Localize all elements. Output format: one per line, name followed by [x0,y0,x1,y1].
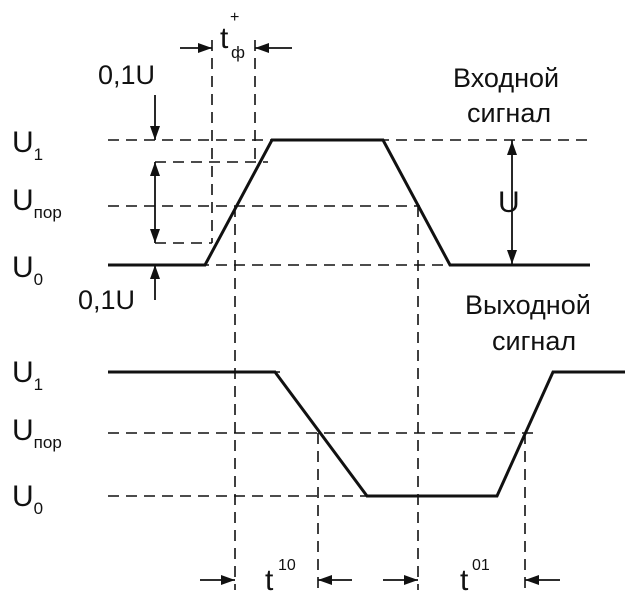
t01-right-arrow-head [525,575,539,585]
output-upor-label: Uпор [12,414,62,452]
tf-label: t [220,22,229,55]
t10-sup-label: 10 [278,557,296,574]
output-signal-waveform [108,370,625,498]
input-u0-label: U0 [12,251,43,289]
u-amplitude-arrow-down [507,250,517,264]
tenth-u-top-label: 0,1U [98,60,155,90]
tenth-u-bottom-label: 0,1U [78,285,135,315]
tf-left-arrow-head [198,43,212,53]
t10-label: t [265,564,274,597]
tf-right-arrow-head [255,43,269,53]
input-u1-label: U1 [12,126,43,164]
t01-left-arrow-head [404,575,418,585]
tf-sub-label: ф [231,43,245,62]
input-signal-label-line2: сигнал [467,98,551,128]
u-amplitude-label: U [498,186,520,219]
u-amplitude-arrow-up [507,141,517,155]
tf-sup-label: + [230,9,239,26]
output-u1-label: U1 [12,356,43,394]
output-signal-label-line1: Выходной [465,290,591,320]
input-signal-waveform [108,138,590,267]
t01-label: t [460,564,469,597]
t10-left-arrow-head [221,575,235,585]
input-upor-label: Uпор [12,184,62,222]
t10-right-arrow-head [318,575,332,585]
t01-sup-label: 01 [472,557,490,574]
tenth-u-top-arrow-down [150,126,160,140]
tenth-u-bottom-arrow-down [150,229,160,243]
output-signal-label-line2: сигнал [492,326,576,356]
output-u0-label: U0 [12,480,43,518]
input-signal-label-line1: Входной [453,63,559,93]
